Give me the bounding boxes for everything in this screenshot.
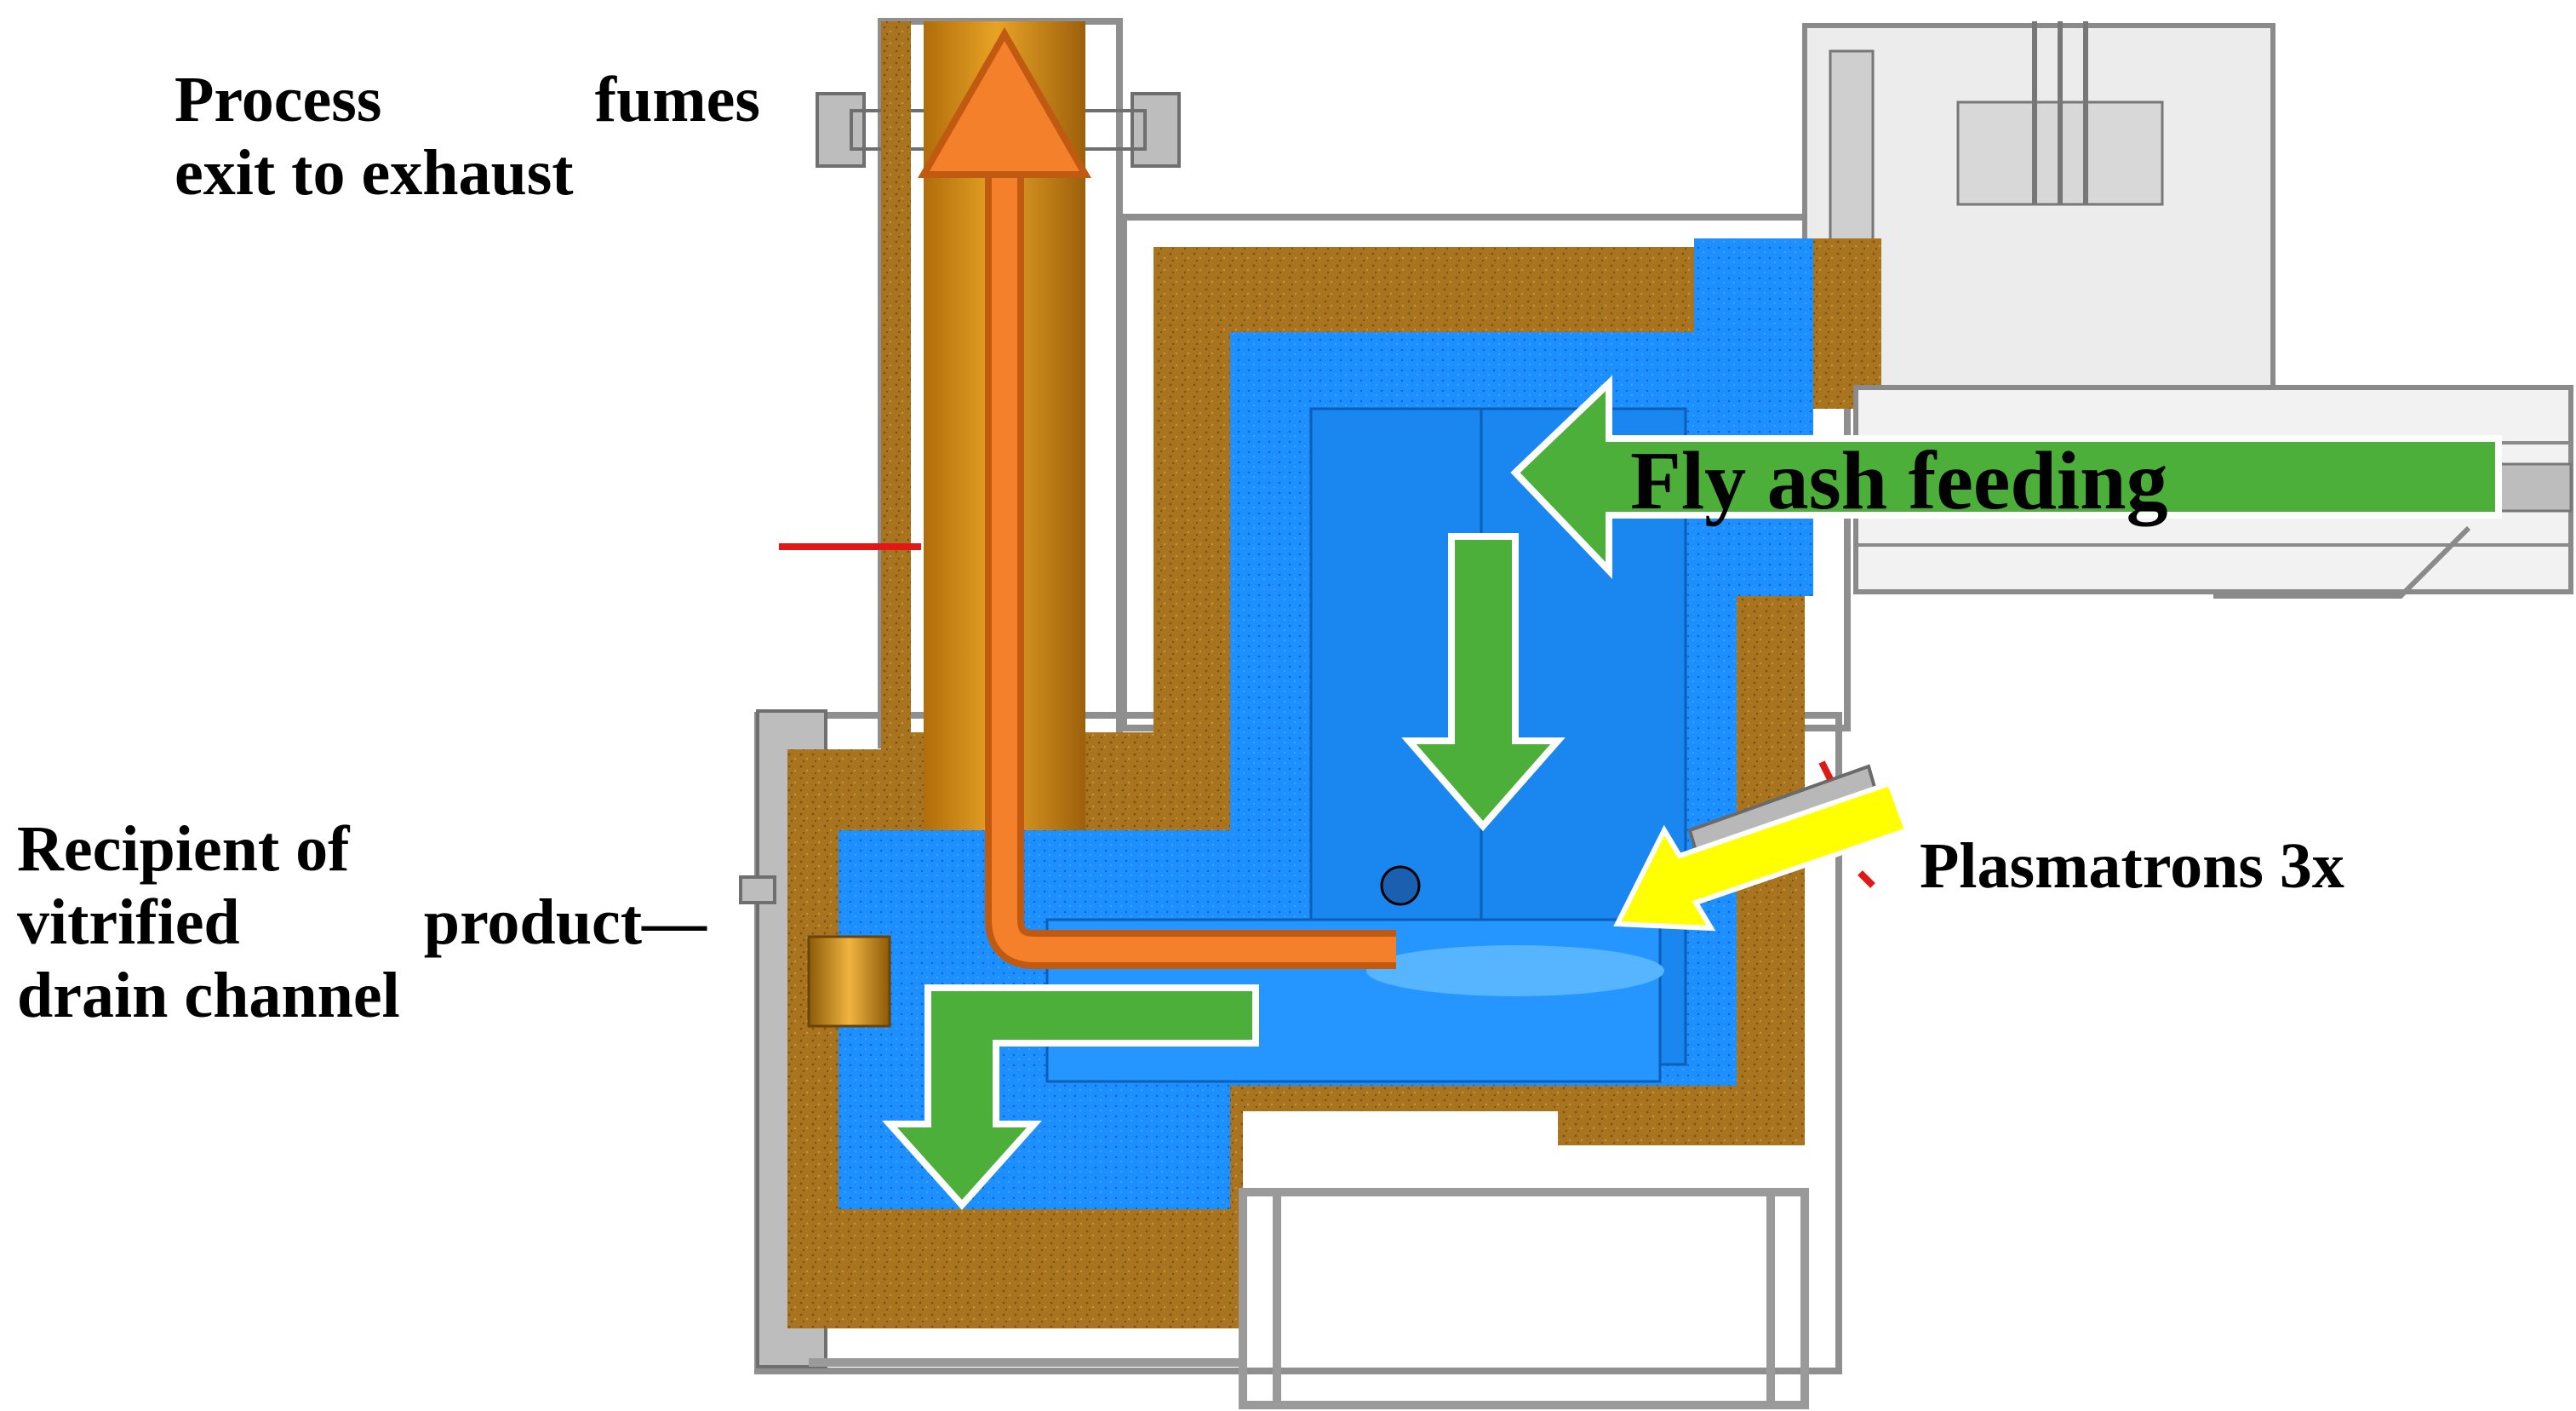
drain-arrow xyxy=(882,984,1259,1210)
recipient-label-line1: Recipient of xyxy=(17,813,350,885)
plasma-arrow xyxy=(1613,780,1910,932)
feed-channel xyxy=(1694,238,1813,596)
support-frame xyxy=(809,1188,1809,1409)
recipient-label-line3: drain channel xyxy=(17,959,400,1031)
recipient-label-word2: product— xyxy=(423,886,707,958)
fumes-label-word1: Process xyxy=(175,64,382,135)
recipient-label: Recipient of vitrified product— drain ch… xyxy=(17,813,707,1033)
fly-ash-feeding-label: Fly ash feeding xyxy=(1630,435,2168,527)
plasmatrons-label: Plasmatrons 3x xyxy=(1920,830,2344,902)
fumes-exit-label: Process fumes exit to exhaust xyxy=(175,64,760,210)
feed-arrow xyxy=(1510,375,2502,579)
recipient-label-word1: vitrified xyxy=(17,886,240,958)
feed-hopper xyxy=(1802,21,2275,409)
fumes-label-line2: exit to exhaust xyxy=(175,136,574,209)
drain-pipe xyxy=(807,935,891,1028)
fumes-label-word2: fumes xyxy=(594,64,760,135)
fume-arrow xyxy=(918,26,1396,969)
melt-pool xyxy=(1366,945,1664,996)
inspection-port xyxy=(1380,865,1421,906)
melt-arrow xyxy=(1401,533,1566,832)
